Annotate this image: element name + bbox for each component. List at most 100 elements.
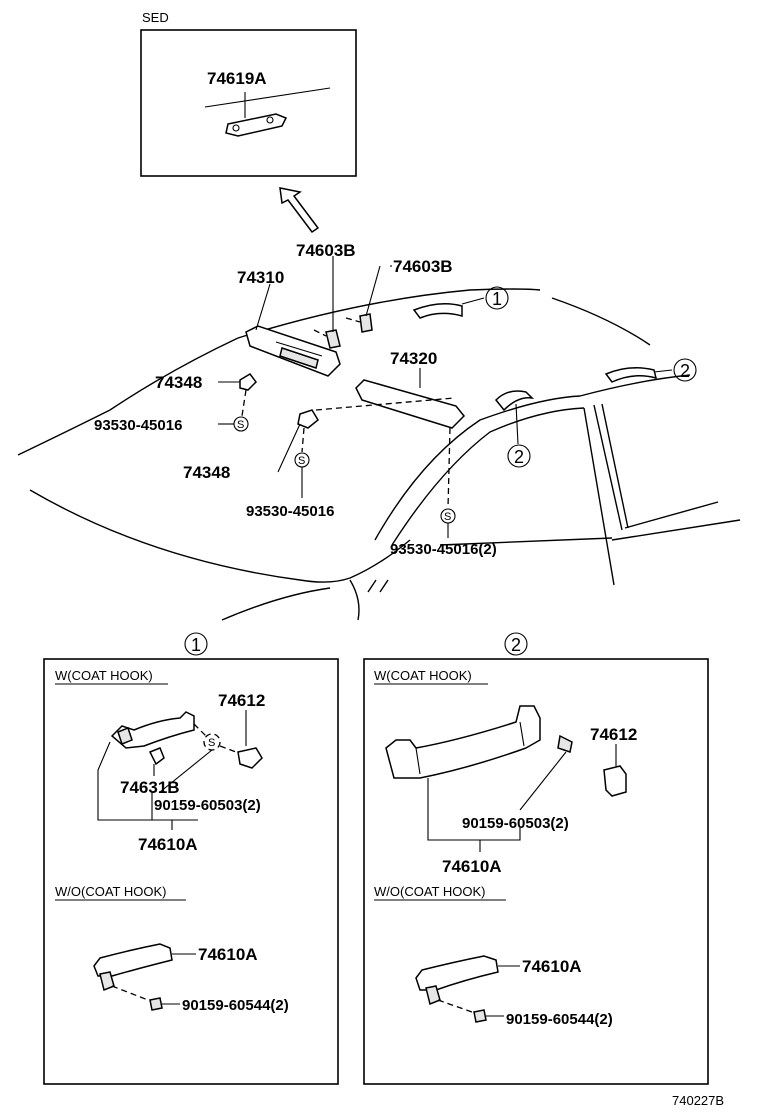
dash-screw bbox=[193, 723, 207, 737]
label-74610a-wo-2: 74610A bbox=[522, 957, 582, 976]
dash-edge bbox=[221, 587, 331, 621]
inset-hole bbox=[266, 116, 274, 124]
label-90159-60503: 90159-60503(2) bbox=[154, 797, 261, 814]
assist-grip-2b bbox=[604, 367, 658, 383]
part-74612-cap-2 bbox=[603, 765, 627, 797]
dash-screw-b bbox=[345, 317, 361, 323]
ref-2a-label: 2 bbox=[514, 447, 524, 467]
panel-2-without-title: W/O(COAT HOOK) bbox=[374, 884, 485, 899]
svg-text:S: S bbox=[298, 455, 305, 467]
grip-foot bbox=[99, 971, 115, 992]
dash-screw-wo bbox=[111, 985, 149, 1001]
part-74603b-b bbox=[359, 313, 373, 333]
leader-bracket bbox=[97, 741, 198, 821]
door-frame-inner bbox=[391, 407, 585, 546]
leader-ref-2a bbox=[515, 403, 519, 445]
label-90159-60544-2: 90159-60544(2) bbox=[506, 1011, 613, 1028]
label-74320: 74320 bbox=[390, 349, 437, 368]
panel-2-box bbox=[363, 658, 709, 1085]
part-74320 bbox=[355, 379, 466, 429]
inset-box bbox=[140, 29, 357, 177]
leader-ref-1 bbox=[461, 297, 485, 305]
label-74612-2: 74612 bbox=[590, 725, 637, 744]
leader-90159-60503 bbox=[159, 749, 213, 793]
svg-text:S: S bbox=[444, 511, 451, 523]
wiper-marks bbox=[367, 579, 389, 593]
ref-2b-label: 2 bbox=[680, 361, 690, 381]
panel-1-ref-circle bbox=[184, 632, 208, 656]
a-pillar-edge bbox=[349, 579, 360, 621]
svg-text:S: S bbox=[208, 737, 215, 749]
label-90159-60544: 90159-60544(2) bbox=[182, 997, 289, 1014]
inset-title: SED bbox=[142, 10, 169, 25]
label-74603b-a: 74603B bbox=[296, 241, 356, 260]
dash-visor-link bbox=[315, 397, 455, 411]
panel-2-ref: 2 bbox=[511, 635, 521, 655]
label-74348-a: 74348 bbox=[155, 373, 202, 392]
part-90159-60544-screw bbox=[149, 997, 163, 1011]
dash-74348-b bbox=[301, 427, 305, 453]
panel-2-with-title: W(COAT HOOK) bbox=[374, 668, 472, 683]
dash-screw-a bbox=[313, 329, 327, 337]
b-pillar-right bbox=[601, 403, 629, 529]
ref-circle-2 bbox=[673, 358, 697, 382]
door-frame-upper bbox=[374, 395, 581, 541]
svg-text:S: S bbox=[237, 419, 244, 431]
leader-bracket-2 bbox=[427, 778, 521, 841]
visor-mirror bbox=[279, 347, 319, 369]
inset-roof-line bbox=[204, 87, 331, 108]
visor-detail bbox=[275, 341, 323, 357]
label-93530-c: 93530-45016(2) bbox=[390, 541, 497, 558]
dash-visor-right bbox=[447, 427, 451, 509]
diagram-code: 740227B bbox=[672, 1093, 724, 1108]
label-74610a-2: 74610A bbox=[442, 857, 502, 876]
part-74612-cap bbox=[237, 747, 263, 769]
door-line bbox=[611, 519, 741, 541]
label-93530-b: 93530-45016 bbox=[246, 503, 334, 520]
panel-1-ref: 1 bbox=[191, 635, 201, 655]
label-74610a: 74610A bbox=[138, 835, 198, 854]
pointer-arrow bbox=[279, 187, 320, 234]
dash-cap bbox=[219, 745, 237, 753]
label-74612: 74612 bbox=[218, 691, 265, 710]
part-90159-60544-screw-2 bbox=[473, 1009, 487, 1023]
rear-roof-rail bbox=[579, 374, 691, 397]
dash-74348-a bbox=[241, 389, 247, 417]
detail-panel-1: 1 W(COAT HOOK) S 74612 74631B 90159-6050… bbox=[43, 632, 339, 1085]
assist-grip-2a bbox=[494, 390, 535, 412]
part-74619a bbox=[225, 113, 288, 137]
label-74631b: 74631B bbox=[120, 778, 180, 797]
part-74631b bbox=[148, 747, 165, 766]
panel-1-with-title: W(COAT HOOK) bbox=[55, 668, 153, 683]
grip-end bbox=[117, 727, 133, 745]
label-74348-b: 74348 bbox=[183, 463, 230, 482]
panel-1-box bbox=[43, 658, 339, 1085]
sill-line bbox=[439, 537, 613, 546]
label-93530-a: 93530-45016 bbox=[94, 417, 182, 434]
label-74619a: 74619A bbox=[207, 69, 267, 88]
part-74348-a bbox=[239, 373, 257, 391]
ref-circle-1 bbox=[485, 286, 509, 310]
ref-1-label: 1 bbox=[492, 289, 502, 309]
leader-90159-60503-2 bbox=[519, 751, 567, 811]
part-74348-b bbox=[297, 409, 319, 429]
label-74310: 74310 bbox=[237, 268, 284, 287]
part-74610a-grip-2 bbox=[385, 705, 541, 779]
ref-circle-2 bbox=[507, 444, 531, 468]
roof-edge-left bbox=[17, 409, 111, 456]
label-90159-60503-2: 90159-60503(2) bbox=[462, 815, 569, 832]
panel-1-without-title: W/O(COAT HOOK) bbox=[55, 884, 166, 899]
label-74610a-wo: 74610A bbox=[198, 945, 258, 964]
leader-ref-2b bbox=[653, 369, 673, 373]
roof-illustration: S S S 74603B 74603B 74310 74320 74348 bbox=[17, 241, 741, 621]
roof-edge-front bbox=[109, 337, 239, 411]
part-74610a-grip bbox=[110, 711, 195, 749]
roof-edge-right bbox=[551, 297, 651, 346]
leader-74603b-b bbox=[365, 265, 381, 317]
leader-74310 bbox=[255, 283, 271, 331]
part-74610a-wo-grip bbox=[93, 943, 173, 977]
label-74603b-b: 74603B bbox=[393, 257, 453, 276]
panel-2-ref-circle bbox=[504, 632, 528, 656]
windshield-lower-edge bbox=[29, 489, 411, 583]
